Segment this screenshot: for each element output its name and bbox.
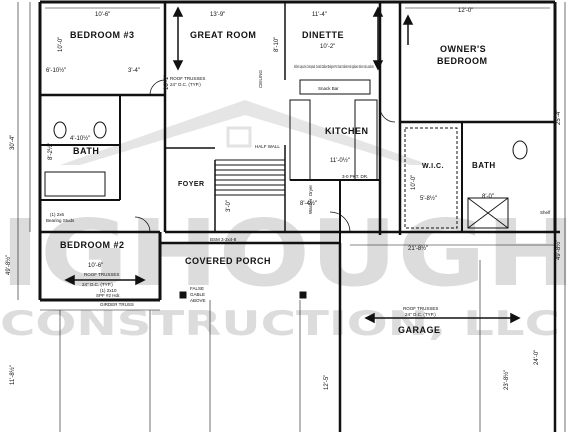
note-snack-bar: Snack Bar — [318, 86, 339, 91]
note-roof-trusses-top-oc: 24" O.C. (TYP.) — [170, 82, 201, 87]
note-false-gable-1: FALSE — [190, 286, 204, 291]
dim-15: 10'-0" — [411, 175, 417, 190]
dim-12: 4'-10½" — [70, 135, 90, 142]
note-girder-truss: GIRDER TRUSS — [100, 302, 134, 307]
plan-notes: ROOF TRUSSES 24" O.C. (TYP.) ROOF TRUSSE… — [46, 64, 551, 317]
note-roof-trusses-bed2: ROOF TRUSSES — [84, 272, 119, 277]
room-label-owners-1: OWNER'S — [440, 44, 486, 54]
dim-7: 8'-10" — [274, 37, 280, 52]
room-label-owners-2: BEDROOM — [437, 56, 488, 66]
dim-13: 8'-2½" — [47, 143, 54, 160]
room-label-dinette: DINETTE — [302, 30, 344, 40]
room-labels: BEDROOM #3 GREAT ROOM DINETTE OWNER'S BE… — [60, 30, 496, 335]
dim-6: 16'-1" — [164, 75, 170, 90]
dim-3: 11'-4" — [312, 12, 327, 18]
note-ceiling: CEILING — [258, 69, 263, 88]
note-shelf: Shelf — [540, 210, 551, 215]
room-label-bedroom-3: BEDROOM #3 — [70, 30, 135, 40]
dim-18: 10'-6" — [88, 263, 103, 269]
dim-5: 10'-0" — [58, 37, 64, 52]
note-bsmt: BSM 3-2x4-8 — [210, 237, 237, 242]
dim-16: 5'-8½" — [420, 195, 437, 202]
dim-20: 49'-8½" — [5, 255, 12, 275]
dim-24: 25'-4" — [556, 110, 562, 125]
note-roof-trusses-garage-oc: 24" O.C. (TYP.) — [405, 312, 436, 317]
note-roof-trusses-garage: ROOF TRUSSES — [403, 306, 438, 311]
dim-21: 11'-8½" — [9, 365, 16, 385]
note-false-gable-3: ABOVE — [190, 298, 206, 303]
watermark-house-roof — [60, 100, 430, 165]
room-label-bedroom-2: BEDROOM #2 — [60, 240, 125, 250]
dim-11: 30'-4" — [10, 135, 16, 150]
dim-10: 3'-4" — [128, 68, 140, 74]
note-washer: Washer — [308, 198, 313, 214]
note-roof-trusses-top: ROOF TRUSSES — [170, 76, 205, 81]
dim-1: 10'-6" — [95, 12, 110, 18]
dim-8: 10'-2" — [320, 44, 335, 50]
note-dryer: Dryer — [308, 184, 313, 196]
note-bearing-studs-2: Bearing Studs — [46, 218, 75, 223]
room-label-great-room: GREAT ROOM — [190, 30, 256, 40]
dim-19: 21'-8½" — [408, 245, 428, 252]
note-kitchen: Kitchen Layout is Conceptual. Consult Ca… — [294, 64, 374, 69]
watermark-window — [226, 126, 252, 148]
note-roof-trusses-bed2-oc: 24" O.C. (TYP.) — [82, 282, 113, 287]
walls — [17, 0, 566, 432]
dim-23: 24'-0" — [534, 350, 540, 365]
dim-9: 6'-10½" — [46, 67, 66, 74]
dimension-labels: 10'-6" 13'-9" 11'-4" 12'-0" 10'-0" 16'-1… — [5, 8, 562, 390]
dim-25: 49'-8½" — [555, 240, 562, 260]
room-label-garage: GARAGE — [398, 325, 441, 335]
dim-26: 12'-5" — [324, 375, 330, 390]
dim-22: 23'-8½" — [503, 370, 510, 390]
watermark-text-main: IGHOUGH — [0, 200, 576, 307]
watermark-text-sub: CONSTRUCTION, LLC — [0, 304, 560, 344]
room-label-foyer: FOYER — [178, 181, 205, 188]
room-label-bath-left: BATH — [73, 146, 99, 156]
note-false-gable-2: GABLE — [190, 292, 205, 297]
dim-14: 11'-0½" — [330, 157, 350, 164]
dim-28: 8'-4½" — [300, 200, 317, 207]
dim-4: 12'-0" — [458, 8, 473, 14]
dim-17: 8'-0" — [482, 194, 494, 200]
note-bearing-studs-1: (1) 2x6 — [50, 212, 65, 217]
note-pkt-dr: 3-0 PKT. DR. — [342, 174, 368, 179]
note-header-bed2-b: SPF #2 Hdr. — [96, 293, 121, 298]
note-half-wall: HALF WALL — [255, 144, 280, 149]
room-label-covered-porch: COVERED PORCH — [185, 256, 271, 266]
note-header-bed2: (1) 2x10 — [100, 288, 117, 293]
room-label-bath-right: BATH — [472, 161, 496, 170]
room-label-kitchen: KITCHEN — [325, 126, 369, 136]
room-label-wic: W.I.C. — [422, 163, 444, 170]
truss-arrows — [64, 6, 521, 324]
dim-2: 13'-9" — [210, 12, 225, 18]
dim-27: 3'-0" — [226, 200, 232, 212]
